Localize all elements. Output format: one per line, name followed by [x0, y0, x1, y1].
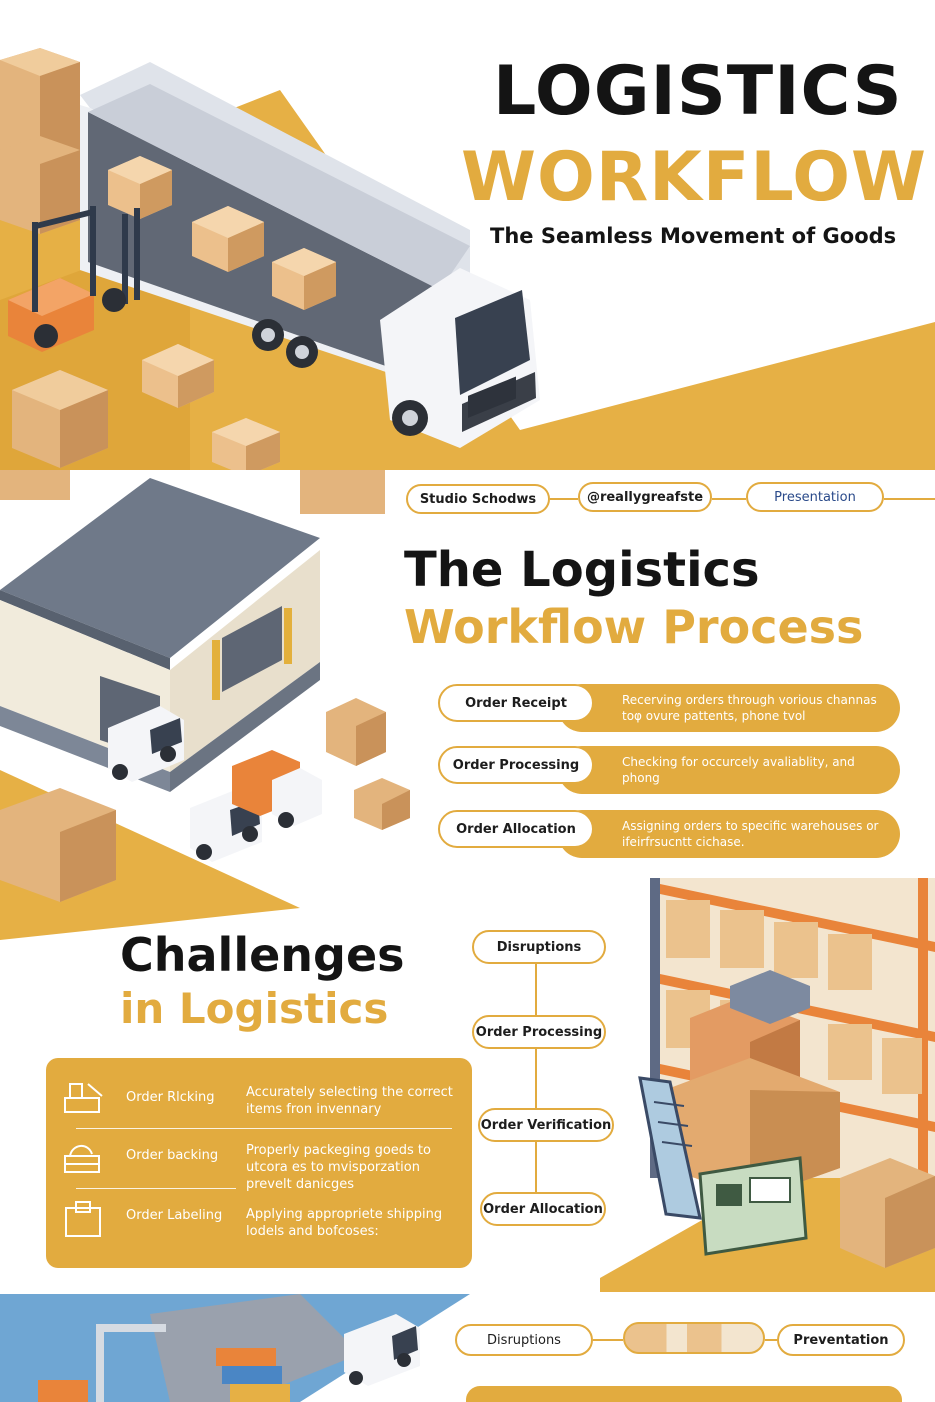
tag-connector — [884, 498, 935, 500]
process-step: Order Allocation Assigning orders to spe… — [438, 810, 900, 858]
challenge-desc: Applying appropriete shipping lodels and… — [246, 1207, 443, 1239]
clipboard-icon — [638, 1076, 702, 1220]
bottom-tag-left[interactable]: Disruptions — [455, 1324, 593, 1356]
tag-pill-2[interactable]: @reallygreafste — [578, 482, 712, 512]
van-icon — [108, 706, 322, 862]
tag-connector — [712, 498, 746, 500]
bottom-banner — [466, 1386, 902, 1402]
shelving-illustration — [600, 878, 935, 1292]
process-title-line1: The Logistics — [404, 542, 760, 598]
process-step-desc: Recerving orders through vorious channas… — [622, 693, 877, 723]
challenges-title-line1: Challenges — [120, 928, 405, 982]
tag-connector — [765, 1339, 777, 1341]
hero-illustration — [0, 48, 935, 480]
hero-subtitle: The Seamless Movement of Goods — [490, 224, 897, 248]
flow-step[interactable]: Order Processing — [472, 1015, 606, 1049]
process-step-label[interactable]: Order Processing — [438, 746, 594, 784]
packing-icon — [64, 1145, 100, 1173]
bottom-tag-right[interactable]: Preventation — [777, 1324, 905, 1356]
process-step-desc: Checking for occurcely avaliablity, and … — [622, 755, 855, 785]
process-title-line2: Workflow Process — [404, 600, 864, 654]
crane-icon — [38, 1324, 166, 1402]
divider — [76, 1188, 236, 1189]
process-step: Order Receipt Recerving orders through v… — [438, 684, 900, 732]
hero-title-line1: LOGISTICS — [493, 52, 903, 131]
process-step-desc: Assigning orders to specific warehouses … — [622, 819, 879, 849]
challenge-desc: Properly packeging goeds to utcora es to… — [246, 1143, 431, 1192]
flow-connector — [535, 964, 537, 1192]
flow-step[interactable]: Order Allocation — [480, 1192, 606, 1226]
boxes-icon — [0, 698, 410, 902]
flow-step[interactable]: Disruptions — [472, 930, 606, 964]
truck-icon — [80, 62, 540, 448]
bottom-image-pill — [623, 1322, 765, 1354]
challenge-label: Order backing — [126, 1148, 219, 1163]
label-icon — [65, 1201, 101, 1237]
challenges-card: Order Rlcking Accurately selecting the c… — [46, 1058, 472, 1268]
divider — [76, 1128, 452, 1129]
forklift-icon — [8, 206, 140, 352]
boxes-icon — [840, 1158, 935, 1268]
challenge-desc: Accurately selecting the correct items f… — [246, 1085, 453, 1117]
hero-title-line2: WORKFLOW — [461, 138, 928, 217]
stacked-boxes-icon — [0, 48, 80, 234]
process-step: Order Processing Checking for occurcely … — [438, 746, 900, 794]
tag-pill-1[interactable]: Studio Schodws — [406, 484, 550, 514]
challenge-label: Order Labeling — [126, 1208, 223, 1223]
flow-step[interactable]: Order Verification — [478, 1108, 614, 1142]
invoice-icon — [698, 1156, 808, 1256]
container-icon — [216, 1348, 290, 1402]
tag-pill-3[interactable]: Presentation — [746, 482, 884, 512]
port-illustration — [0, 1294, 470, 1402]
tag-connector — [550, 498, 578, 500]
boxes-icon — [12, 344, 280, 476]
process-step-label[interactable]: Order Receipt — [438, 684, 594, 722]
challenge-label: Order Rlcking — [126, 1090, 215, 1105]
van-icon — [344, 1314, 420, 1386]
tag-connector — [593, 1339, 623, 1341]
challenges-title-line2: in Logistics — [120, 984, 389, 1033]
picking-icon — [64, 1083, 103, 1113]
process-step-label[interactable]: Order Allocation — [438, 810, 594, 848]
